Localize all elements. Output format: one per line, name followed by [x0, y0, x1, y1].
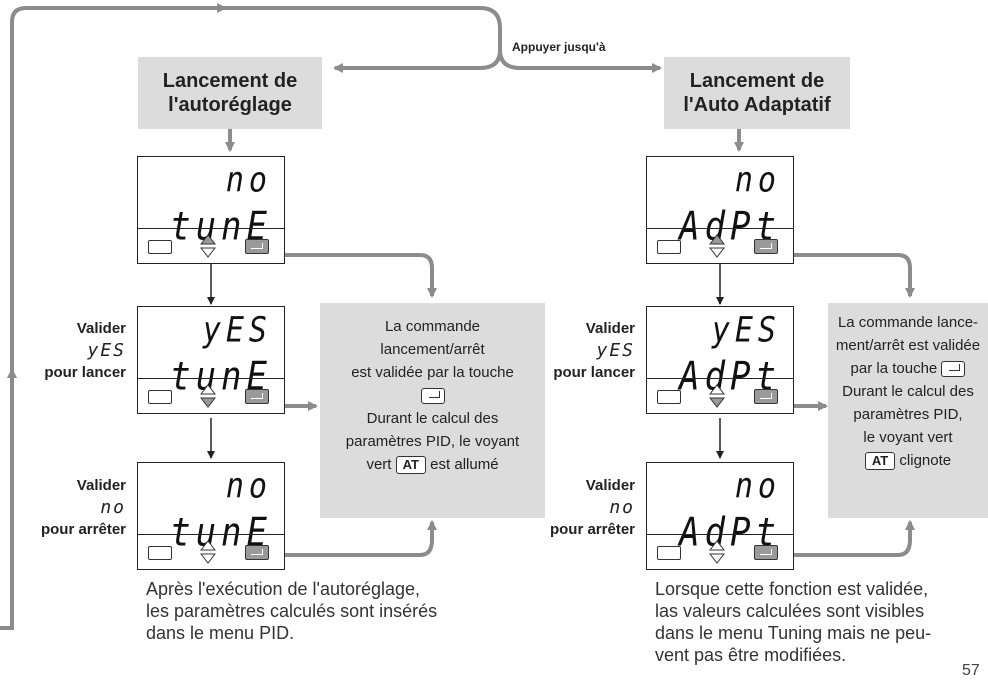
info-line: La commande lance- [837, 314, 979, 331]
header-line: Lancement de [689, 70, 825, 92]
header-line: Lancement de [162, 70, 298, 92]
header-line: l'autoréglage [168, 94, 292, 116]
up-down-arrows-icon[interactable] [709, 538, 725, 566]
info-panel: La commande lance- ment/arrêt est validé… [828, 303, 988, 518]
press-until-label: Appuyer jusqu'à [512, 40, 606, 54]
info-line: lancement/arrêt [380, 341, 485, 358]
at-key-icon: AT [395, 456, 426, 474]
up-down-arrows-icon[interactable] [709, 232, 725, 260]
enter-key[interactable] [245, 389, 269, 404]
label-text: pour arrêter [40, 521, 126, 538]
lcd-display: no AdPt [646, 462, 794, 570]
segment-text: yES [596, 340, 635, 361]
lcd-line-1: yES [202, 310, 272, 351]
at-key-icon: AT [864, 452, 896, 470]
label-text: pour lancer [44, 364, 126, 381]
info-line: par la touche [850, 360, 938, 377]
adaptive-header: Lancement de l'Auto Adaptatif [664, 57, 850, 129]
info-line: est allumé [430, 456, 499, 473]
info-line: Durant le calcul des [366, 410, 499, 427]
info-line: paramètres PID, [853, 406, 963, 423]
label-text: Valider [585, 320, 635, 337]
enter-key-icon [420, 388, 445, 405]
caption-line: las valeurs calculées sont visibles [655, 601, 925, 621]
label-text: Valider [585, 477, 635, 494]
right-caption: Lorsque cette fonction est validée, las … [655, 578, 931, 666]
lcd-line-1: no [225, 466, 272, 507]
enter-key-icon [941, 361, 966, 378]
label-text: Valider [76, 477, 126, 494]
function-key[interactable] [148, 240, 172, 254]
info-line: ment/arrêt est validée [835, 337, 981, 354]
up-down-arrows-icon[interactable] [200, 538, 216, 566]
info-line: vert [366, 456, 392, 473]
segment-text: no [609, 497, 635, 518]
function-key[interactable] [657, 390, 681, 404]
info-line: paramètres PID, le voyant [345, 433, 520, 450]
caption-line: les paramètres calculés sont insérés [146, 601, 438, 621]
enter-key[interactable] [245, 239, 269, 254]
up-down-arrows-icon[interactable] [200, 382, 216, 410]
function-key[interactable] [148, 390, 172, 404]
up-down-arrows-icon[interactable] [200, 232, 216, 260]
validate-no-label: Valider no pour arrêter [515, 475, 635, 541]
up-down-arrows-icon[interactable] [709, 382, 725, 410]
lcd-display: no AdPt [646, 156, 794, 264]
left-caption: Après l'exécution de l'autoréglage, les … [146, 578, 437, 644]
lcd-display: yES tunE [137, 306, 285, 414]
enter-key[interactable] [754, 389, 778, 404]
info-line: clignote [899, 452, 952, 469]
function-key[interactable] [657, 240, 681, 254]
caption-line: dans le menu PID. [146, 623, 295, 643]
caption-line: vent pas être modifiées. [655, 645, 847, 665]
caption-line: dans le menu Tuning mais ne peu- [655, 623, 932, 643]
caption-line: Après l'exécution de l'autoréglage, [146, 579, 421, 599]
header-line: l'Auto Adaptatif [683, 94, 831, 116]
info-line: le voyant vert [863, 429, 953, 446]
info-panel: La commande lancement/arrêt est validée … [320, 303, 545, 518]
page-number: 57 [962, 662, 980, 679]
label-text: pour arrêter [549, 521, 635, 538]
validate-yes-label: Valider yES pour lancer [515, 318, 635, 384]
enter-key[interactable] [754, 239, 778, 254]
lcd-line-1: no [734, 466, 781, 507]
info-line: La commande [384, 318, 481, 335]
label-text: pour lancer [553, 364, 635, 381]
lcd-line-1: no [734, 160, 781, 201]
autotune-header: Lancement de l'autoréglage [138, 57, 322, 129]
function-key[interactable] [148, 546, 172, 560]
enter-key[interactable] [754, 545, 778, 560]
segment-text: yES [87, 340, 126, 361]
lcd-line-1: no [225, 160, 272, 201]
lcd-display: yES AdPt [646, 306, 794, 414]
lcd-display: no tunE [137, 156, 285, 264]
lcd-line-1: yES [711, 310, 781, 351]
validate-yes-label: Valider yES pour lancer [6, 318, 126, 384]
info-line: est validée par la touche [351, 364, 514, 381]
validate-no-label: Valider no pour arrêter [6, 475, 126, 541]
segment-text: no [100, 497, 126, 518]
info-line: Durant le calcul des [842, 383, 974, 400]
enter-key[interactable] [245, 545, 269, 560]
caption-line: Lorsque cette fonction est validée, [655, 579, 929, 599]
function-key[interactable] [657, 546, 681, 560]
label-text: Valider [76, 320, 126, 337]
lcd-display: no tunE [137, 462, 285, 570]
